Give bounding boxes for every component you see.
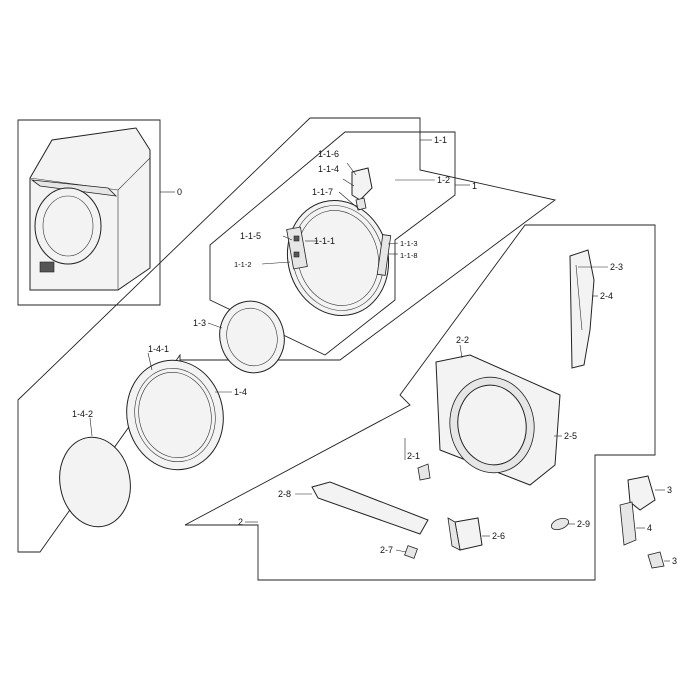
callout-1-1-2: 1-1-2	[234, 260, 252, 269]
callout-1-1-8: 1-1-8	[400, 251, 418, 260]
callout-1: 1	[472, 181, 477, 191]
assembly-2-frame	[184, 224, 656, 581]
callout-1-4-2: 1-4-2	[72, 409, 93, 419]
callout-1-1: 1-1	[434, 135, 447, 145]
callout-1-1-4: 1-1-4	[318, 164, 339, 174]
callout-1-2: 1-2	[437, 175, 450, 185]
front-panel	[435, 354, 561, 486]
callout-4: 4	[647, 523, 652, 533]
callout-2-9: 2-9	[577, 519, 590, 529]
door-hinge	[286, 226, 308, 270]
callout-0: 0	[177, 187, 182, 197]
panel-gasket	[550, 517, 570, 531]
door-handle	[376, 234, 392, 276]
callout-2-3: 2-3	[610, 262, 623, 272]
callout-1-4: 1-4	[234, 387, 247, 397]
callout-2-6: 2-6	[492, 531, 505, 541]
door-glass	[219, 300, 285, 374]
callout-2-8: 2-8	[278, 489, 291, 499]
door-switch	[619, 475, 665, 569]
door-decor-disc	[59, 436, 131, 528]
callout-1-4-1: 1-4-1	[148, 344, 169, 354]
door-lock-hook	[351, 167, 373, 211]
callout-3-bottom: 3	[672, 556, 677, 566]
panel-clip	[404, 545, 418, 559]
callout-1-1-6: 1-1-6	[318, 149, 339, 159]
side-rail	[569, 249, 595, 369]
panel-bracket	[447, 517, 483, 551]
callout-1-1-1: 1-1-1	[314, 236, 335, 246]
callout-2-7: 2-7	[380, 545, 393, 555]
callout-1-1-3: 1-1-3	[400, 239, 418, 248]
callout-2-2: 2-2	[456, 335, 469, 345]
callout-1-3: 1-3	[193, 318, 206, 328]
assembly-0-frame	[17, 119, 161, 306]
callout-2-4: 2-4	[600, 291, 613, 301]
callout-2-1: 2-1	[407, 451, 420, 461]
callout-1-1-5: 1-1-5	[240, 231, 261, 241]
leader-lines	[89, 139, 670, 562]
assembly-1-frame	[17, 117, 557, 553]
callout-3-top: 3	[667, 485, 672, 495]
callout-2: 2	[238, 517, 243, 527]
panel-latch	[417, 463, 431, 481]
callout-1-1-7: 1-1-7	[312, 187, 333, 197]
door-cover	[126, 359, 224, 471]
control-strip	[311, 481, 429, 535]
washer-machine	[29, 127, 151, 291]
callout-2-5: 2-5	[564, 431, 577, 441]
